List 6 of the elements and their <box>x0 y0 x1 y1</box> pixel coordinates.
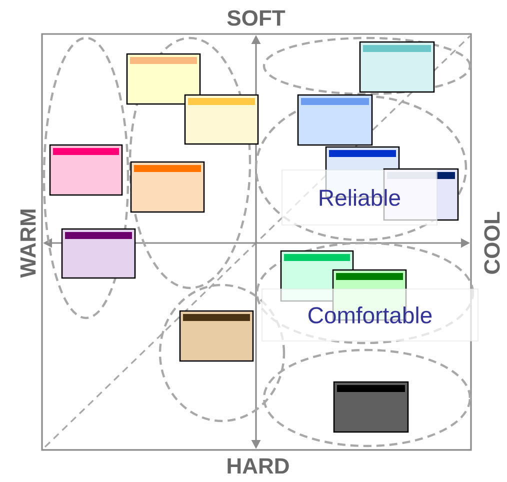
axis-label: SOFT <box>227 10 286 26</box>
axis-label: HARD <box>228 458 289 474</box>
label-panel: Comfortable <box>262 288 478 342</box>
axis-label: COOL <box>484 212 500 274</box>
label-panel: Reliable <box>282 170 438 226</box>
axis-label: WARM <box>20 210 36 278</box>
